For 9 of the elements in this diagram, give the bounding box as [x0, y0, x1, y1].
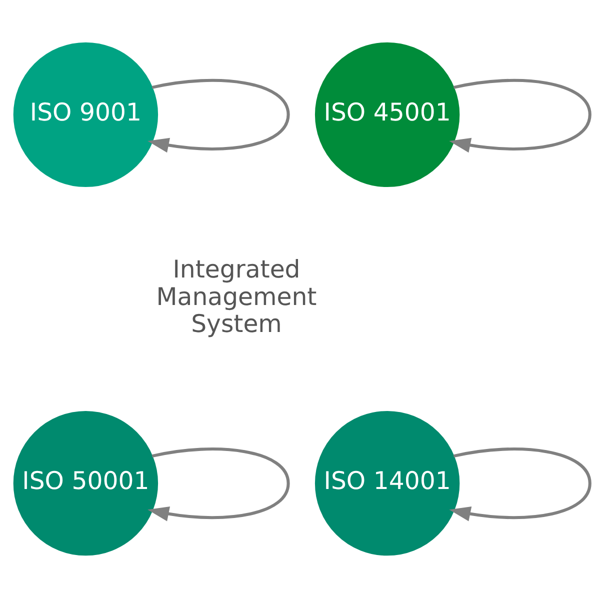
node-circle: ISO 50001: [13, 410, 158, 556]
node-circle: ISO 14001: [314, 410, 460, 556]
arrow: [449, 447, 592, 521]
node-text: Integrated Management System: [156, 254, 317, 338]
arrow: [148, 447, 290, 521]
arrow: [148, 78, 290, 152]
node-circle: ISO 45001: [314, 42, 460, 187]
node-circle: ISO 9001: [13, 42, 158, 187]
arrow: [449, 78, 592, 152]
